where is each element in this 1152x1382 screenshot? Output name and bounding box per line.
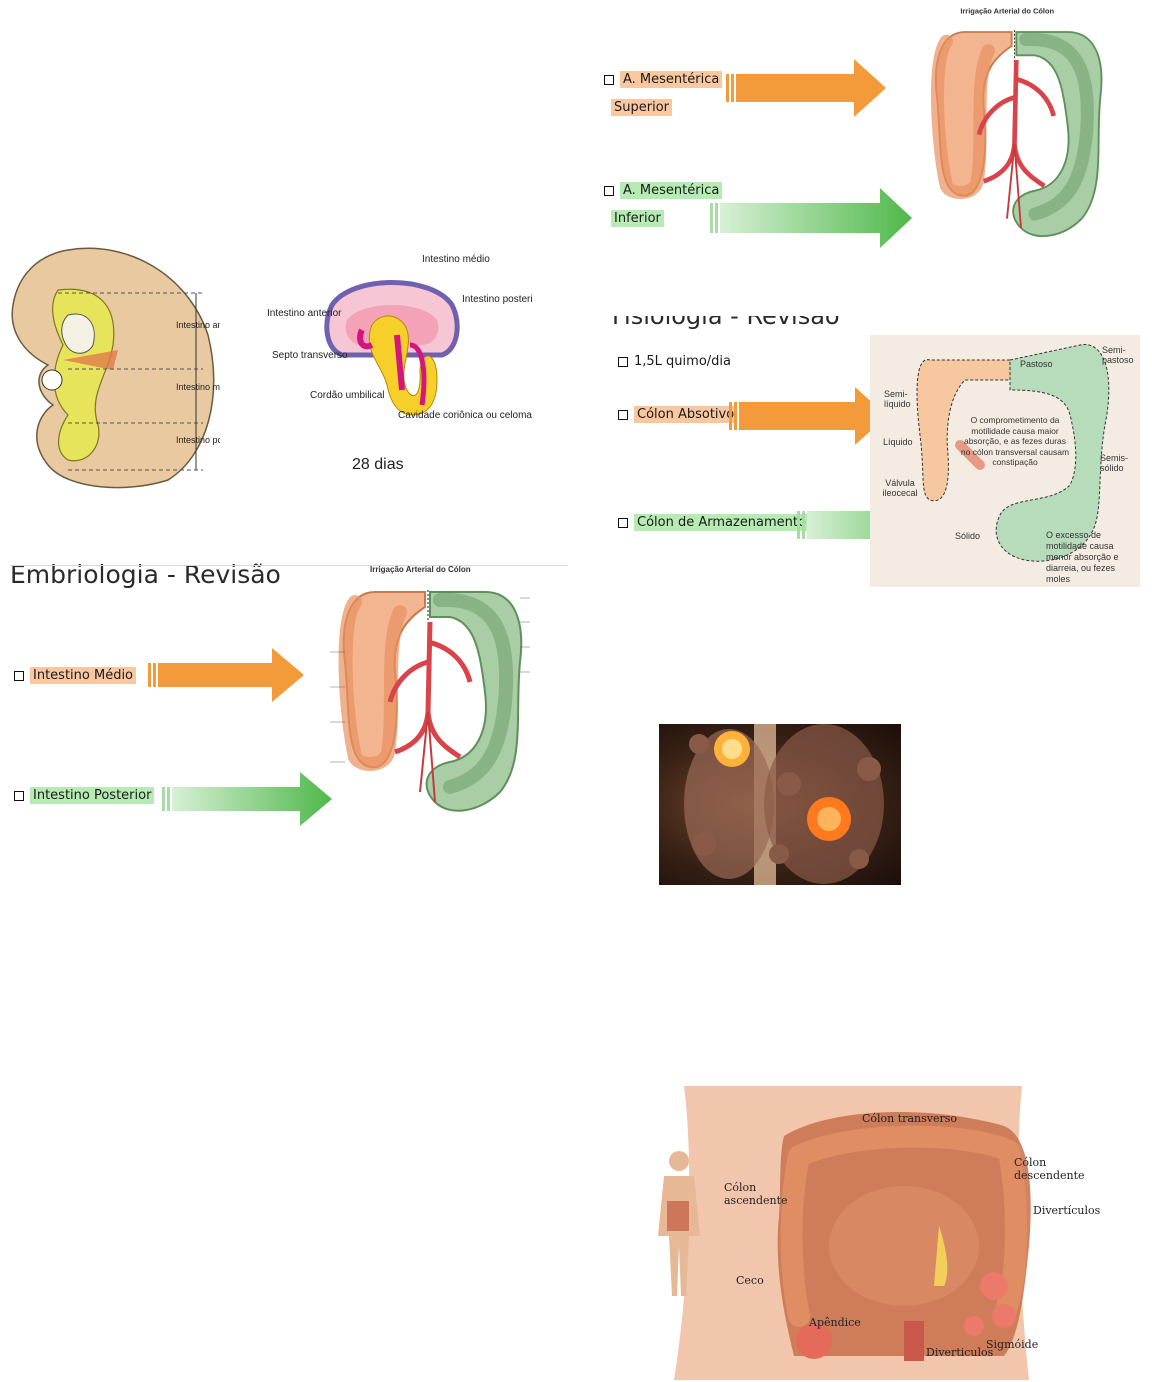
bullet-icon [604,186,614,196]
orange-arrow-icon [726,57,888,119]
caption-28-dias: 28 dias [352,456,404,473]
bullet-icon [618,518,628,528]
label-sigmoide: Sigmóide [986,1338,1038,1351]
bullet-icon [618,357,628,367]
bullet-icon [618,410,628,420]
label-valvula: Válvula ileocecal [875,478,925,498]
slide3-heading-clip: Fisiologia - Revisão [612,316,852,332]
colon-anatomy-image: Cólon transverso Cólon ascendente Cólon … [634,1086,1052,1380]
bullet-text: Cólon Absotivo [634,406,737,423]
colon-polyps-image [659,724,901,885]
label-colon-descendente: Cólon descendente [1014,1156,1074,1182]
label-solido: Sólido [955,531,980,541]
label-colon-transverso: Cólon transverso [862,1112,957,1125]
diagram-28-dias: Intestino médio Intestino anterior Intes… [262,250,532,475]
bullet-text-line2: Superior [611,99,672,116]
label-comprometimento: O comprometimento da motilidade causa ma… [960,415,1070,468]
slide3-bullet-armazenamento: Cólon de Armazenamento [618,515,809,530]
label-semipastoso: Semi-pastoso [1102,345,1138,365]
label-diverticulos-2: Diverticulos [926,1346,993,1359]
orange-arrow-icon [729,385,889,447]
bullet-icon [604,75,614,85]
slide2-bullet-superior: A. Mesentérica [604,72,722,87]
colon-physiology-figure: Pastoso Semi-pastoso Semi-líquido Líquid… [870,335,1140,587]
bullet-text: Cólon de Armazenamento [634,514,809,531]
polyps-illustration [659,724,901,885]
embryo-figure: Intestino anterior Intestino médio Intes… [8,245,220,490]
label-colon-ascendente: Cólon ascendente [724,1181,780,1207]
anatomy-illustration [634,1086,1052,1380]
label-intestino-medio: Intestino médio [422,254,490,265]
slide3-bullet-absortivo: Cólon Absotivo [618,407,737,422]
label-cavidade: Cavidade coriônica ou celoma extra-embio… [398,410,532,421]
label-pastoso: Pastoso [1020,359,1053,369]
green-arrow-icon [710,186,914,252]
bullet-text-line2: Inferior [611,210,664,227]
bullet-icon [14,791,24,801]
slide1-bullet-intestino-medio: Intestino Médio [14,668,136,683]
bullet-text: 1,5L quimo/dia [634,354,731,369]
slide3-bullet-quimo: 1,5L quimo/dia [618,354,731,369]
slide2-bullet-inferior-line2: Inferior [611,211,664,226]
bullet-text: Intestino Posterior [30,787,154,804]
colon-arterial-figure-1: Irrigação Arterial do Cólon [300,562,570,832]
embryo-label-medio: Intestino médio [176,382,220,392]
label-apendice: Apêndice [809,1316,861,1329]
label-semissolido: Semis-sólido [1100,453,1136,473]
label-excesso: O excesso de motilidade causa menor abso… [1046,530,1138,585]
slide3-heading: Fisiologia - Revisão [612,316,852,330]
colon-arterial-figure-2: Irrigação Arterial do Cólon [895,4,1147,256]
bullet-text: Intestino Médio [30,667,136,684]
embryo-label-posterior: Intestino posterior [176,435,220,445]
slide2-bullet-inferior: A. Mesentérica [604,183,722,198]
figure-title: Irrigação Arterial do Cólon [960,6,1054,15]
label-intestino-anterior: Intestino anterior [267,308,342,319]
slide2-bullet-superior-line2: Superior [611,100,672,115]
bullet-text-line1: A. Mesentérica [620,182,722,199]
label-diverticulos: Divertículos [1033,1204,1100,1217]
bullet-icon [14,671,24,681]
label-intestino-posterior: Intestino posterior [462,294,532,305]
label-liquido: Líquido [883,437,913,447]
embryo-label-anterior: Intestino anterior [176,320,220,330]
bullet-text-line1: A. Mesentérica [620,71,722,88]
label-semiliquido: Semi-líquido [884,389,918,409]
label-septo: Septo transverso [272,350,348,361]
orange-arrow-icon [148,646,306,704]
slide1-bullet-intestino-posterior: Intestino Posterior [14,788,154,803]
label-cordao: Cordão umbilical [310,390,384,401]
figure-title: Irrigação Arterial do Cólon [370,565,471,574]
label-ceco: Ceco [736,1274,764,1287]
